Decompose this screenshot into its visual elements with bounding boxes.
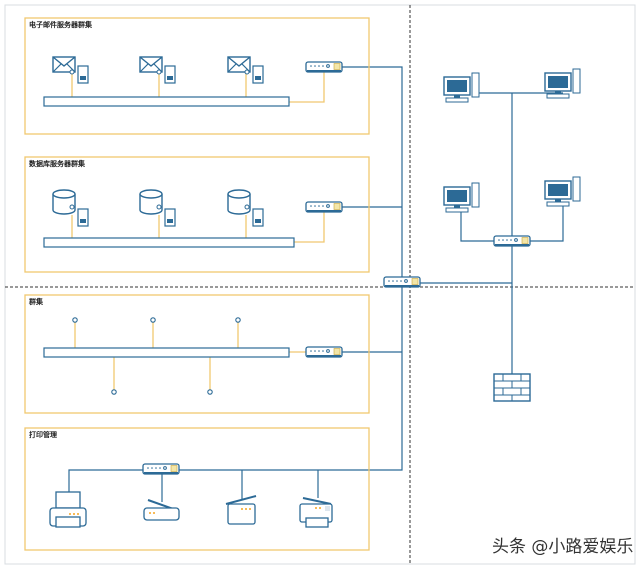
cluster-node-icon <box>111 389 117 395</box>
scanner-icon <box>143 499 180 521</box>
group-database-servers: 数据库服务器群集 <box>24 156 370 273</box>
printer-icon <box>49 491 87 528</box>
cluster-node-icon <box>207 389 213 395</box>
core-switch-icon <box>383 276 421 288</box>
lan-bus <box>43 237 295 248</box>
database-icon <box>52 189 89 227</box>
group-label-print: 打印管理 <box>29 430 57 439</box>
backbone-links <box>68 66 564 502</box>
switch-icon <box>305 61 343 73</box>
multifunction-printer-icon <box>299 497 333 528</box>
group-cluster: 群集 <box>24 294 370 414</box>
group-label-mail: 电子邮件服务器群集 <box>29 20 93 29</box>
watermark: 头条 @小路爱娱乐 <box>492 537 633 557</box>
switch-icon <box>305 346 343 358</box>
cluster-node-icon <box>72 317 78 323</box>
group-label-database: 数据库服务器群集 <box>29 159 86 168</box>
computer-icon <box>443 182 480 213</box>
outer-frame <box>4 4 636 565</box>
cluster-node-icon <box>235 317 241 323</box>
group-print-management: 打印管理 <box>24 427 370 551</box>
switch-icon <box>305 201 343 213</box>
switch-icon <box>142 463 180 475</box>
mail-server-icon <box>139 56 176 84</box>
database-icon <box>139 189 176 227</box>
mail-server-icon <box>52 56 89 84</box>
computer-icon <box>544 68 581 99</box>
computer-icon <box>544 176 581 207</box>
copier-icon <box>225 495 257 525</box>
lan-bus <box>43 96 290 107</box>
cluster-node-icon <box>150 317 156 323</box>
switch-icon <box>493 235 531 247</box>
group-mail-servers: 电子邮件服务器群集 <box>24 17 370 135</box>
group-label-cluster: 群集 <box>29 297 44 306</box>
lan-bus <box>43 347 290 358</box>
firewall-icon <box>493 373 531 402</box>
computer-icon <box>443 72 480 103</box>
